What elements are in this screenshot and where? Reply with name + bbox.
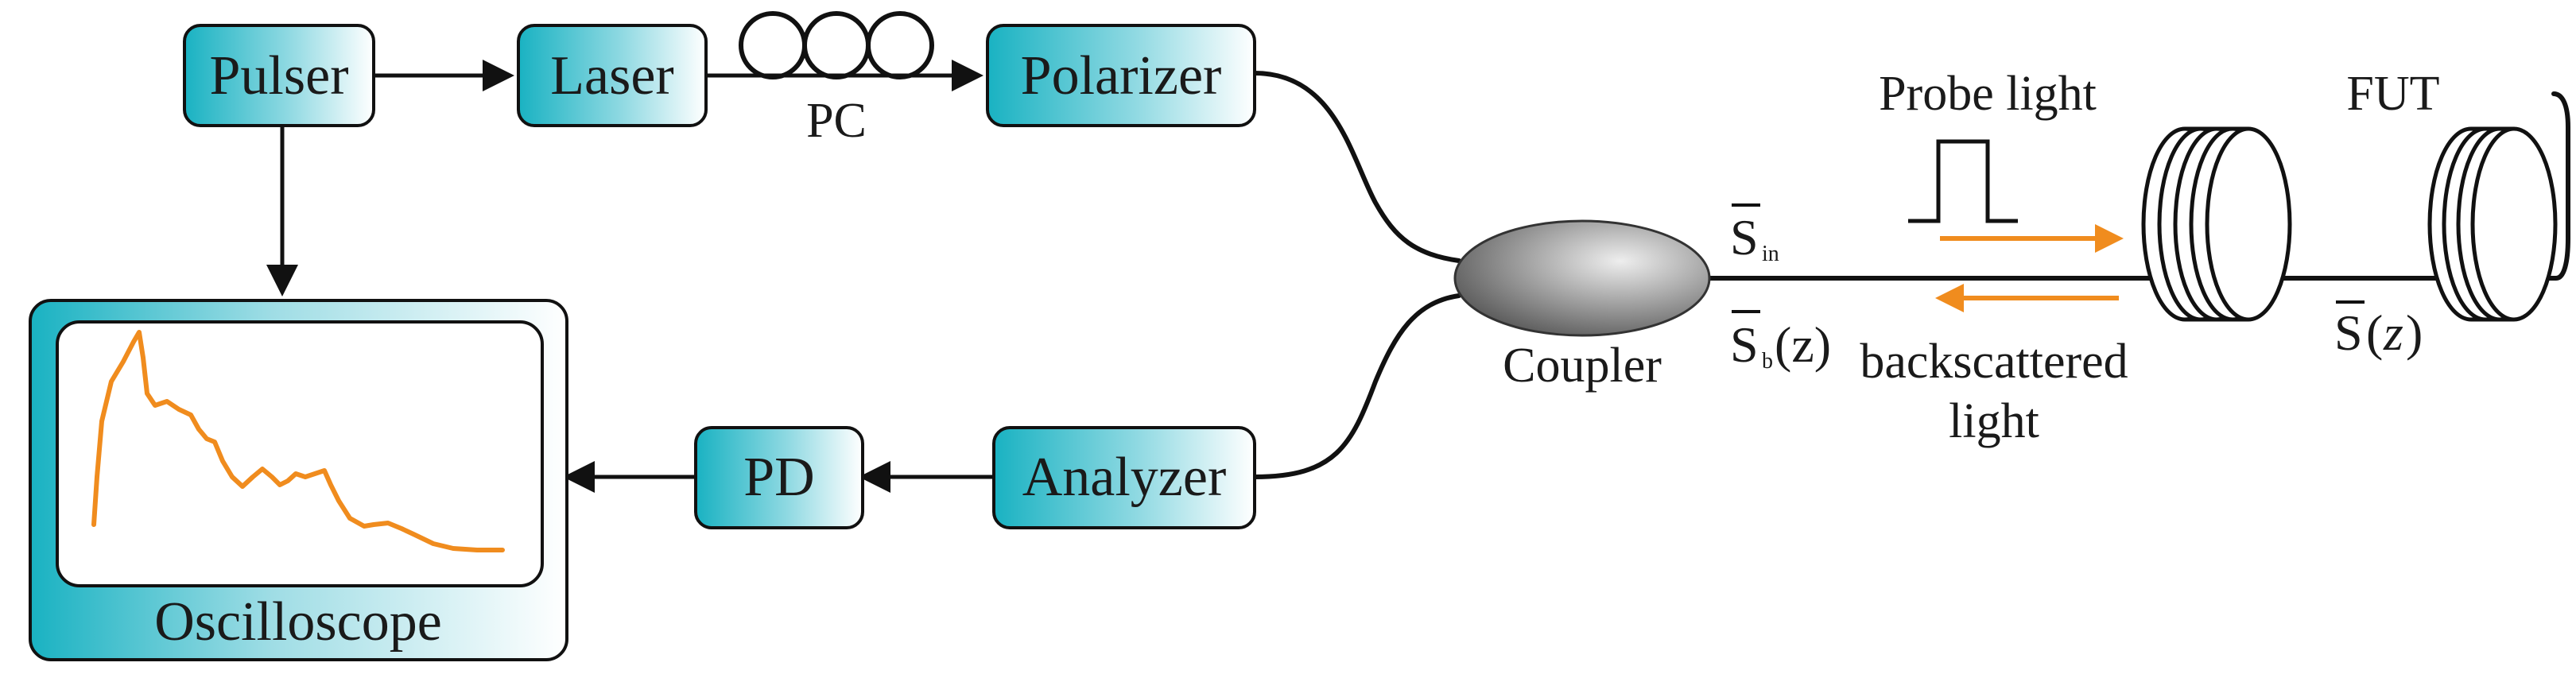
analyzer-box[interactable]: Analyzer xyxy=(992,426,1256,529)
s-b-main: S xyxy=(1730,316,1759,373)
oscilloscope[interactable]: Oscilloscope xyxy=(29,299,568,661)
analyzer-label: Analyzer xyxy=(1022,447,1227,508)
pulser-box[interactable]: Pulser xyxy=(183,24,375,127)
s-b-argument: (z) xyxy=(1775,316,1831,373)
probe-light-label: Probe light xyxy=(1879,67,2097,121)
rectangular-pulse-icon xyxy=(1908,139,2018,223)
backscattered-label-line1: backscattered xyxy=(1860,335,2128,389)
polarizer-to-coupler-fiber xyxy=(1252,71,1461,263)
fut-fiber-tail xyxy=(2551,91,2570,281)
fut-label: FUT xyxy=(2346,67,2439,121)
s-z-symbol: S ( z ) xyxy=(2334,300,2423,361)
s-z-variable: z xyxy=(2383,304,2403,361)
laser-box[interactable]: Laser xyxy=(517,24,708,127)
coupler-label: Coupler xyxy=(1503,339,1662,393)
oscilloscope-trace xyxy=(91,330,505,552)
s-b-symbol: S b (z) xyxy=(1730,310,1831,374)
pulser-label: Pulser xyxy=(210,45,349,107)
fiber-coil-icon xyxy=(2141,126,2292,322)
polarizer-label: Polarizer xyxy=(1021,45,1222,107)
s-in-subscript: in xyxy=(1762,242,1779,266)
s-in-main: S xyxy=(1730,209,1759,265)
pc-label: PC xyxy=(806,94,867,148)
s-z-open: ( xyxy=(2366,304,2383,361)
coupler-to-analyzer-fiber xyxy=(1252,293,1461,479)
oscilloscope-screen xyxy=(56,320,544,587)
s-z-close: ) xyxy=(2406,304,2423,361)
laser-label: Laser xyxy=(550,45,673,107)
ellipse-coupler-icon xyxy=(1453,219,1711,337)
oscilloscope-label: Oscilloscope xyxy=(154,591,442,653)
s-b-subscript: b xyxy=(1762,349,1773,374)
polarizer-box[interactable]: Polarizer xyxy=(986,24,1256,127)
s-in-symbol: S in xyxy=(1730,203,1779,266)
coupler[interactable] xyxy=(1453,219,1711,337)
s-z-main: S xyxy=(2334,304,2363,361)
backscattered-label-line2: light xyxy=(1949,394,2039,448)
fiber-coil-icon-2 xyxy=(2427,126,2558,322)
pd-box[interactable]: PD xyxy=(694,426,864,529)
pd-label: PD xyxy=(743,447,814,508)
three-fiber-loops-icon xyxy=(739,11,934,79)
